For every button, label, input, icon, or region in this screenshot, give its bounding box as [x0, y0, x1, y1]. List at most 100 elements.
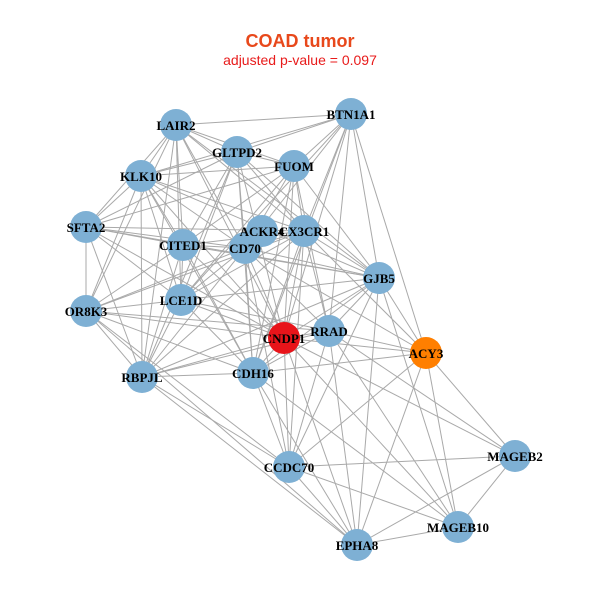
- edge-rrad-acy3: [328, 330, 427, 354]
- edge-sfta2-lce1d: [85, 226, 182, 301]
- node-acy3[interactable]: [410, 337, 442, 369]
- node-label-ackr4: ACKR4: [240, 224, 285, 239]
- node-label-lair2: LAIR2: [156, 118, 195, 133]
- edge-fuom-gjb5: [293, 165, 380, 279]
- node-fuom[interactable]: [278, 150, 310, 182]
- node-ccdc70[interactable]: [273, 451, 305, 483]
- edge-klk10-rbpjl: [140, 175, 143, 378]
- node-gjb5[interactable]: [363, 262, 395, 294]
- edge-gltpd2-gjb5: [236, 151, 380, 279]
- edge-cited1-cndp1: [182, 244, 285, 339]
- node-cx3cr1[interactable]: [288, 215, 320, 247]
- edge-rrad-mageb2: [328, 330, 516, 457]
- edge-btn1a1-lair2: [175, 113, 352, 126]
- node-label-cited1: CITED1: [159, 238, 207, 253]
- edge-klk10-cdh16: [140, 175, 254, 374]
- node-label-cdh16: CDH16: [232, 366, 274, 381]
- edge-klk10-or8k3: [85, 175, 142, 312]
- node-label-mageb10: MAGEB10: [427, 520, 489, 535]
- node-label-gltpd2: GLTPD2: [212, 145, 262, 160]
- node-mageb10[interactable]: [442, 511, 474, 543]
- edge-gltpd2-sfta2: [85, 151, 238, 228]
- edge-mageb10-epha8: [356, 526, 459, 546]
- edge-gltpd2-cited1: [182, 151, 238, 246]
- node-cited1[interactable]: [167, 229, 199, 261]
- edge-cx3cr1-rrad: [303, 230, 330, 332]
- edge-cited1-cdh16: [182, 244, 254, 374]
- edge-btn1a1-acy3: [350, 113, 427, 354]
- node-rrad[interactable]: [313, 315, 345, 347]
- edge-btn1a1-rrad: [328, 113, 352, 332]
- edge-cd70-acy3: [244, 247, 427, 354]
- edge-sfta2-cndp1: [85, 226, 285, 339]
- node-cd70[interactable]: [229, 232, 261, 264]
- edge-rbpjl-cdh16: [141, 372, 254, 378]
- node-mageb2[interactable]: [499, 440, 531, 472]
- edge-or8k3-cndp1: [85, 310, 285, 339]
- edge-sfta2-cd70: [85, 226, 246, 249]
- node-label-gjb5: GJB5: [363, 271, 395, 286]
- edge-mageb2-epha8: [356, 455, 516, 546]
- edge-acy3-cdh16: [252, 352, 427, 374]
- edge-rrad-epha8: [328, 330, 358, 546]
- node-label-epha8: EPHA8: [336, 538, 379, 553]
- node-or8k3[interactable]: [70, 295, 102, 327]
- edge-acy3-ccdc70: [288, 352, 427, 468]
- node-gltpd2[interactable]: [221, 136, 253, 168]
- edge-cdh16-epha8: [252, 372, 358, 546]
- node-label-ccdc70: CCDC70: [264, 460, 315, 475]
- edge-cndp1-rbpjl: [141, 337, 285, 378]
- edge-gjb5-mageb10: [378, 277, 459, 528]
- edge-lair2-cd70: [175, 124, 246, 249]
- node-sfta2[interactable]: [70, 211, 102, 243]
- edge-acy3-epha8: [356, 352, 427, 546]
- edge-lce1d-cdh16: [180, 299, 254, 374]
- node-cndp1[interactable]: [268, 322, 300, 354]
- edge-gjb5-lce1d: [180, 277, 380, 301]
- node-label-fuom: FUOM: [274, 159, 314, 174]
- edge-ccdc70-mageb10: [288, 466, 459, 528]
- edge-cdh16-ccdc70: [252, 372, 290, 468]
- edge-cndp1-mageb10: [283, 337, 459, 528]
- node-label-cx3cr1: CX3CR1: [279, 224, 330, 239]
- node-btn1a1[interactable]: [335, 98, 367, 130]
- edge-cx3cr1-acy3: [303, 230, 427, 354]
- edge-cx3cr1-cdh16: [252, 230, 305, 374]
- edge-rbpjl-epha8: [141, 376, 358, 546]
- edge-lair2-rbpjl: [141, 124, 177, 378]
- node-lce1d[interactable]: [165, 284, 197, 316]
- edge-lair2-cited1: [175, 124, 184, 246]
- diagram-subtitle: adjusted p-value = 0.097: [223, 52, 377, 68]
- node-label-or8k3: OR8K3: [65, 304, 108, 319]
- edge-gjb5-epha8: [356, 277, 380, 546]
- diagram-title: COAD tumor: [246, 31, 355, 51]
- edge-gltpd2-cx3cr1: [236, 151, 305, 232]
- node-epha8[interactable]: [341, 529, 373, 561]
- edge-fuom-cndp1: [283, 165, 295, 339]
- edge-cited1-gjb5: [182, 244, 380, 279]
- node-label-cndp1: CNDP1: [263, 331, 306, 346]
- edge-cx3cr1-cndp1: [283, 230, 305, 339]
- edge-acy3-mageb10: [425, 352, 459, 528]
- edge-lair2-cndp1: [175, 124, 285, 339]
- node-rbpjl[interactable]: [126, 361, 158, 393]
- edge-lair2-lce1d: [175, 124, 182, 301]
- node-label-btn1a1: BTN1A1: [326, 107, 375, 122]
- node-label-acy3: ACY3: [409, 346, 444, 361]
- edge-lair2-gjb5: [175, 124, 380, 279]
- edge-fuom-cited1: [182, 165, 295, 246]
- edge-cndp1-acy3: [283, 337, 427, 354]
- edge-sfta2-rbpjl: [85, 226, 143, 378]
- node-lair2[interactable]: [160, 109, 192, 141]
- edge-klk10-lce1d: [140, 175, 182, 301]
- edge-klk10-cx3cr1: [140, 175, 305, 232]
- edge-lce1d-cndp1: [180, 299, 285, 339]
- edge-cited1-or8k3: [85, 244, 184, 312]
- edge-or8k3-cdh16: [85, 310, 254, 374]
- edge-acy3-mageb2: [425, 352, 516, 457]
- node-cdh16[interactable]: [237, 357, 269, 389]
- node-label-lce1d: LCE1D: [160, 293, 203, 308]
- edge-cndp1-epha8: [283, 337, 358, 546]
- node-klk10[interactable]: [125, 160, 157, 192]
